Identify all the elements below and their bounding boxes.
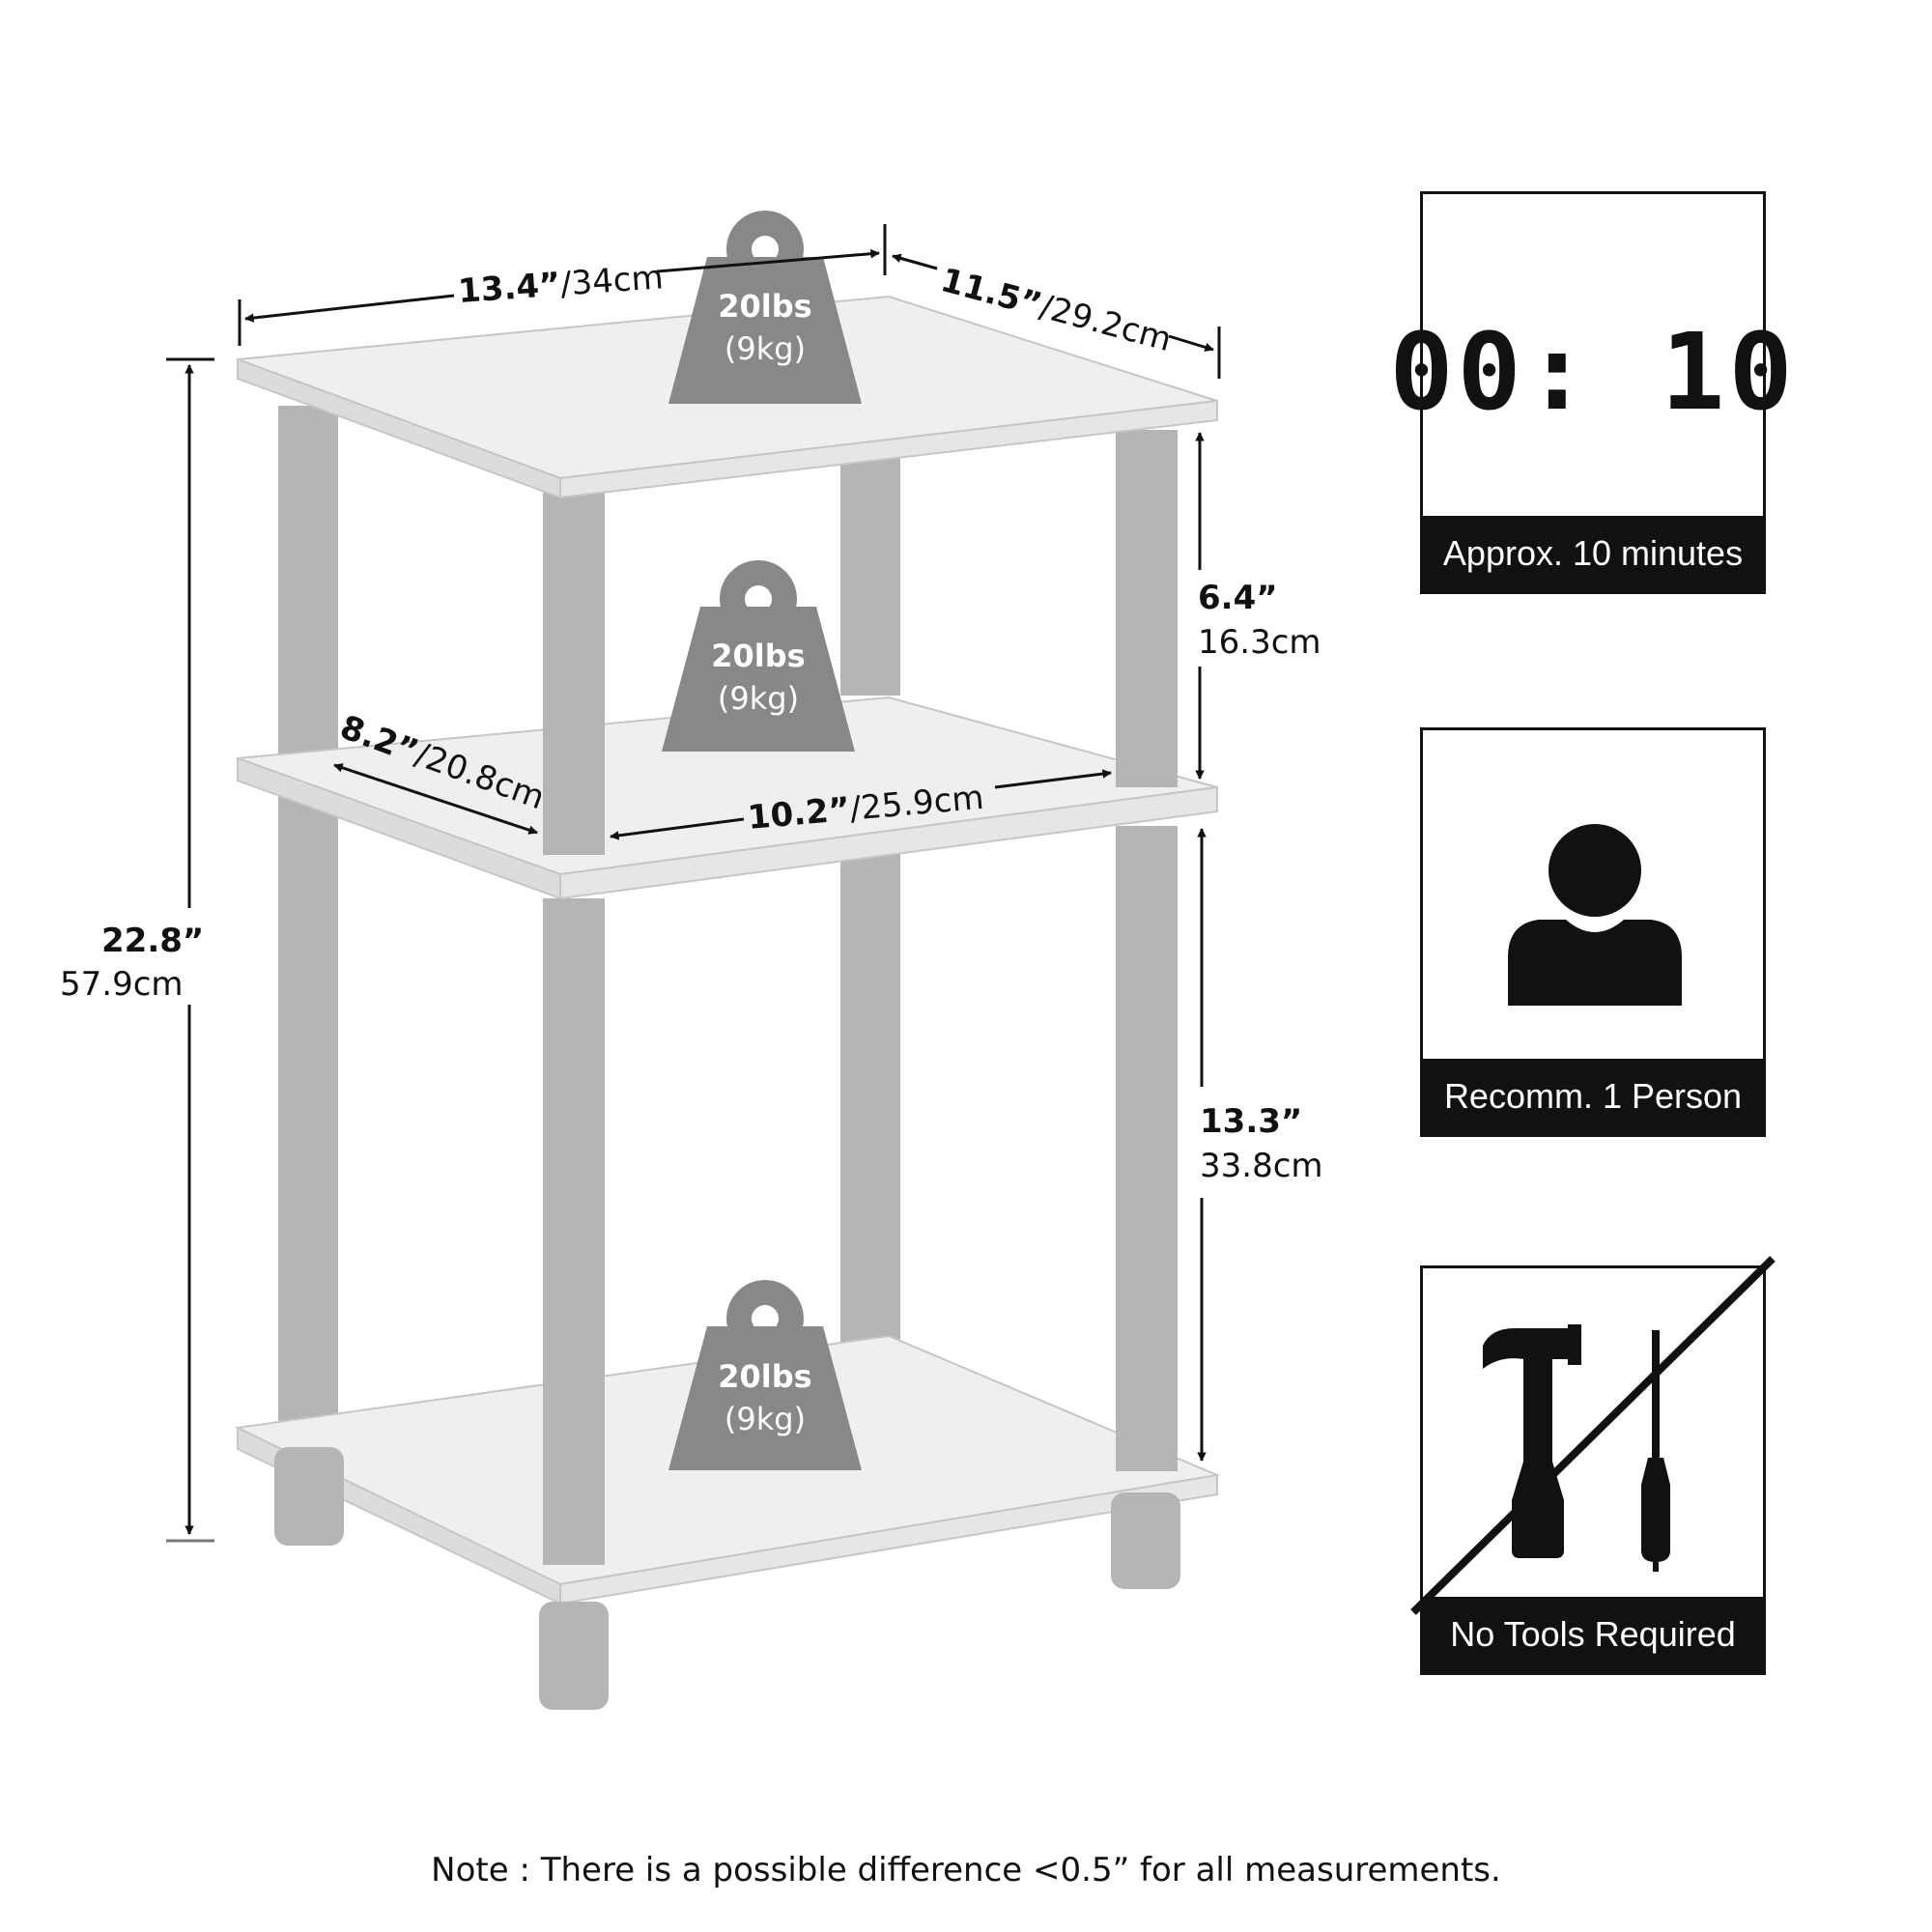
foot-front: [539, 1602, 609, 1710]
no-tools-box: No Tools Required: [1410, 1256, 1776, 1675]
weight-kg: (9kg): [724, 330, 806, 367]
lower-gap-in: 13.3”: [1200, 1102, 1302, 1141]
no-tools-slash-icon: [1410, 1256, 1776, 1615]
measurement-note: Note : There is a possible difference <0…: [431, 1851, 1501, 1889]
lower-front-posts: [543, 826, 1178, 1565]
dimension-lines: [166, 224, 1221, 1543]
assembly-time-box: 00: 10 Approx. 10 minutes: [1389, 191, 1793, 594]
post-back-right-lower: [840, 850, 900, 1352]
post-front-left-upper: [543, 488, 605, 855]
upper-gap-in: 6.4”: [1198, 579, 1278, 617]
screwdriver-icon: [1641, 1330, 1670, 1572]
post-front-right-upper: [1116, 430, 1178, 787]
back-posts: [278, 406, 900, 1439]
tools-caption: No Tools Required: [1423, 1597, 1763, 1672]
timer-display: 00: 10: [1389, 310, 1796, 434]
person-box: Recomm. 1 Person: [1420, 727, 1766, 1137]
foot-left: [274, 1447, 344, 1546]
weight-lbs: 20lbs: [718, 1358, 811, 1395]
weight-icon: 20lbs (9kg): [662, 560, 855, 752]
post-back-left-lower: [278, 773, 338, 1439]
total-height-in: 22.8”: [101, 922, 204, 960]
hammer-icon: [1483, 1324, 1581, 1558]
post-back-right-upper: [840, 454, 900, 696]
foot-right: [1111, 1492, 1180, 1589]
post-front-right-lower: [1116, 826, 1178, 1471]
weight-kg: (9kg): [718, 680, 799, 717]
weight-lbs: 20lbs: [711, 638, 805, 674]
post-back-left-upper: [278, 406, 338, 763]
no-tools-graphic: [1410, 1256, 1776, 1615]
time-caption: Approx. 10 minutes: [1423, 516, 1763, 591]
person-caption: Recomm. 1 Person: [1423, 1059, 1763, 1134]
feet: [274, 1447, 1180, 1710]
upper-gap-cm: 16.3cm: [1198, 623, 1321, 662]
top-width-label: 13.4”/34cm: [457, 258, 665, 311]
weight-kg: (9kg): [724, 1401, 806, 1437]
weight-icon: 20lbs (9kg): [668, 211, 862, 404]
digital-timer-icon: 00: 10: [1389, 310, 1792, 434]
person-icon: [1508, 824, 1682, 1006]
weight-lbs: 20lbs: [718, 288, 811, 325]
post-front-left-lower: [543, 898, 605, 1565]
total-height-cm: 57.9cm: [60, 965, 184, 1004]
lower-gap-cm: 33.8cm: [1200, 1147, 1323, 1185]
weight-icon: 20lbs (9kg): [668, 1280, 862, 1470]
upper-front-posts: [543, 430, 1178, 855]
